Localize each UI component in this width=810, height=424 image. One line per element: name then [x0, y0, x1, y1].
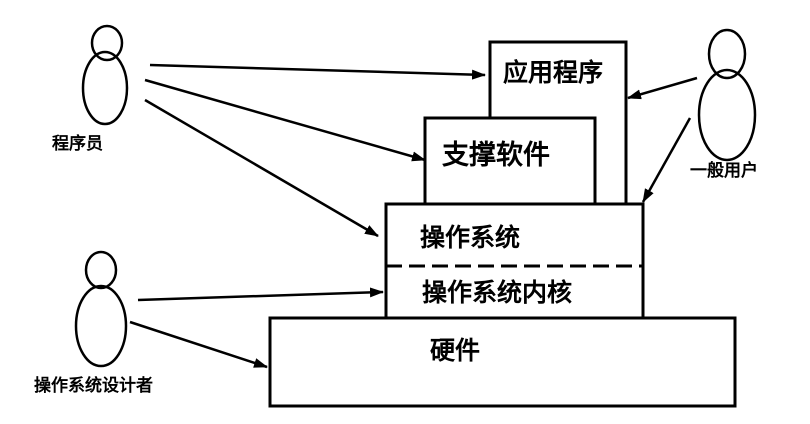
support-software-box: [423, 116, 597, 214]
os-designer-label: 操作系统设计者: [34, 375, 153, 396]
arrow-programmer-to-applications: [149, 63, 486, 80]
arrow-designer-to-kernel: [137, 287, 384, 302]
programmer-label: 程序员: [52, 133, 103, 154]
arrow-designer-to-hardware: [129, 320, 268, 369]
arrow-programmer-to-support-software: [144, 78, 426, 162]
operating-system-box: [384, 202, 645, 320]
hardware-label: 硬件: [430, 336, 480, 365]
operating-system-label: 操作系统: [420, 223, 520, 252]
programmer-figure: [81, 24, 129, 126]
arrow-user-to-applications: [627, 76, 698, 100]
os-kernel-label: 操作系统内核: [422, 278, 572, 307]
os-designer-figure: [74, 250, 128, 368]
general-user-figure: [697, 28, 757, 162]
support-software-label: 支撑软件: [442, 140, 550, 171]
hardware-box: [268, 316, 737, 408]
arrow-user-to-operating-system: [641, 117, 692, 203]
applications-label: 应用程序: [503, 58, 603, 87]
arrow-programmer-to-operating-system: [144, 98, 379, 238]
general-user-label: 一般用户: [690, 160, 758, 181]
